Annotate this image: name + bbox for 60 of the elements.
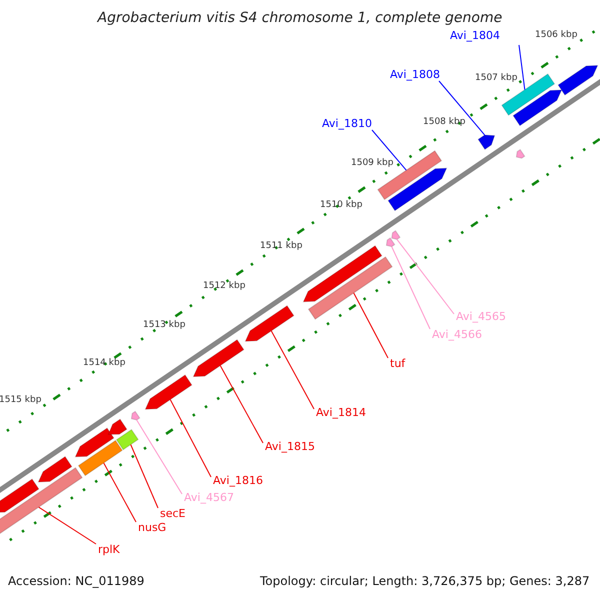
gene-bar — [308, 256, 393, 320]
leader-line — [438, 80, 486, 136]
tick-label: 1512 kbp — [203, 282, 246, 290]
gene-label: secE — [160, 508, 186, 518]
gene-label: Avi_1814 — [316, 406, 366, 418]
gene-block — [558, 64, 598, 96]
gene-label: nusG — [138, 522, 166, 532]
leader-line — [136, 420, 182, 494]
tick-label: 1507 kbp — [475, 74, 518, 82]
leader-line — [391, 246, 430, 330]
gene-block — [38, 456, 72, 483]
leader-line — [353, 292, 388, 358]
tick-label: 1508 kbp — [423, 118, 466, 126]
tick-label: 1511 kbp — [260, 242, 302, 250]
gene-bar — [78, 440, 123, 476]
gene-block — [244, 305, 294, 342]
tick-label: 1510 kbp — [320, 200, 362, 210]
gene-label: Avi_1815 — [265, 440, 315, 452]
tick-label: 1506 kbp — [535, 30, 578, 40]
tick-label: 1515 kbp — [0, 396, 42, 404]
gene-block — [512, 89, 562, 126]
accession-text: Accession: NC_011989 — [8, 575, 144, 587]
gene-label: Avi_1810 — [322, 118, 372, 128]
leader-line — [170, 399, 212, 478]
leader-line — [220, 365, 264, 444]
gene-block — [144, 374, 192, 410]
genome-info-text: Topology: circular; Length: 3,726,375 bp; Genes: 3,287 — [260, 575, 590, 587]
leader-line — [130, 444, 158, 508]
gene-label: Avi_1808 — [390, 68, 440, 80]
gene-block — [0, 478, 40, 514]
gene-bar — [377, 150, 442, 200]
gene-block — [478, 134, 496, 150]
gene-label: rplK — [98, 544, 120, 554]
leader-line — [270, 330, 314, 410]
tick-label: 1514 kbp — [83, 358, 126, 368]
leader-line — [372, 130, 407, 171]
gene-block — [388, 168, 448, 212]
gene-label: tuf — [390, 358, 406, 368]
tick-label: 1513 kbp — [143, 320, 186, 330]
gene-block — [391, 230, 401, 240]
gene-bar — [116, 428, 139, 450]
gene-block — [192, 339, 244, 378]
leader-line — [38, 506, 96, 544]
gene-block — [74, 427, 114, 458]
gene-block — [516, 148, 526, 159]
gene-label: Avi_4567 — [184, 492, 234, 502]
gene-block — [130, 410, 140, 421]
gene-block — [108, 418, 128, 435]
tick-label: 1509 kbp — [351, 158, 394, 168]
gene-label: Avi_1804 — [450, 30, 500, 40]
leader-line — [103, 462, 136, 522]
title: Agrobacterium vitis S4 chromosome 1, complete genome — [98, 11, 502, 25]
leader-line — [396, 238, 454, 314]
gene-label: Avi_4565 — [456, 310, 506, 322]
leader-line — [518, 44, 526, 90]
gene-label: Avi_4566 — [432, 328, 482, 340]
gene-label: Avi_1816 — [213, 474, 263, 486]
gene-block — [302, 245, 382, 302]
gene-bar — [501, 73, 556, 116]
gene-block — [386, 237, 396, 248]
